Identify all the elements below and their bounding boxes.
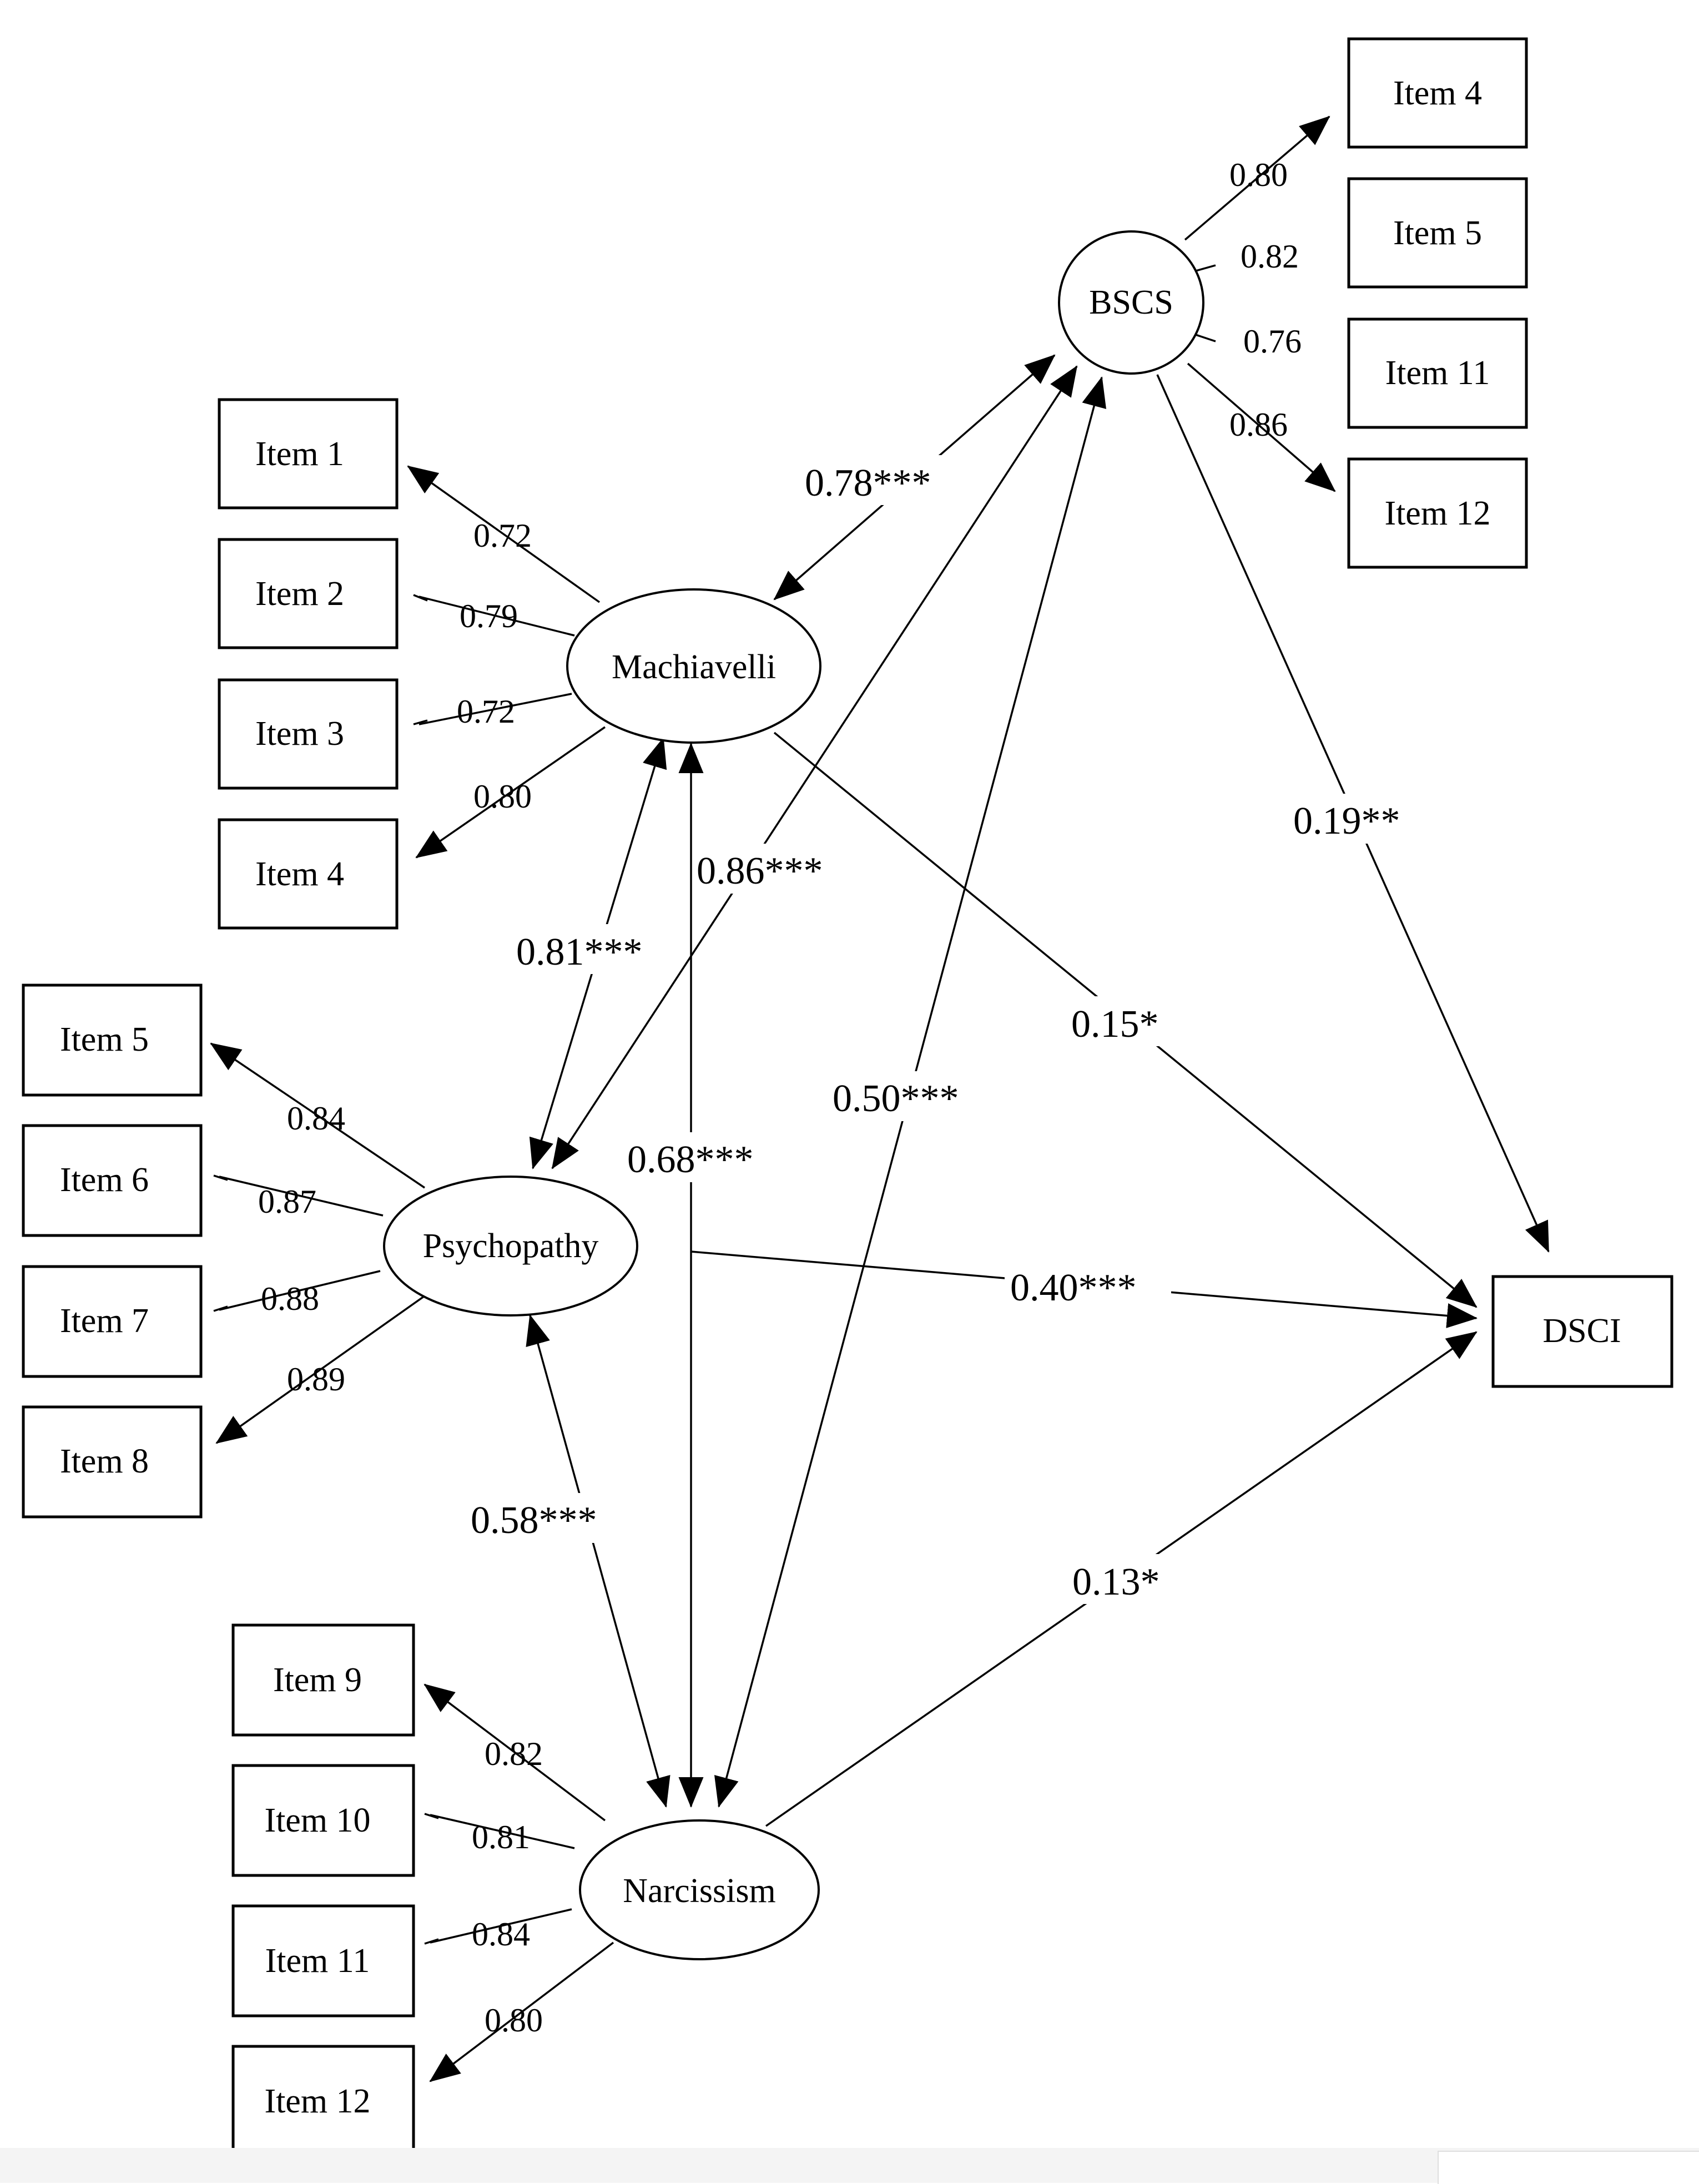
loading-psych-item6: 0.87 <box>258 1183 316 1220</box>
mach-item2-loading-line <box>419 596 575 637</box>
psych-item6-loading-line <box>219 1176 384 1217</box>
narc-item11-loading-line <box>430 1908 572 1944</box>
box-narc-item9: Item 9 <box>231 1623 415 1737</box>
box-psych-item5: Item 5 <box>22 983 203 1097</box>
box-mach-item2: Item 2 <box>218 538 399 649</box>
svg-text:Item 12: Item 12 <box>1384 495 1490 532</box>
box-mach-item1: Item 1 <box>218 398 399 510</box>
box-bscs-item4: Item 4 <box>1347 37 1528 149</box>
svg-text:Item 4: Item 4 <box>255 855 344 893</box>
svg-text:Machiavelli: Machiavelli <box>612 648 776 686</box>
box-psych-item6: Item 6 <box>22 1124 203 1237</box>
loading-psych-item5: 0.84 <box>287 1100 345 1137</box>
tick-psych-item7 <box>213 1305 228 1312</box>
mach-item3-loading-line <box>419 693 572 725</box>
box-bscs-item11: Item 11 <box>1347 317 1528 429</box>
loading-psych-item7: 0.88 <box>261 1280 319 1317</box>
box-dsci: DSCI <box>1491 1275 1673 1388</box>
svg-text:Item 9: Item 9 <box>273 1661 362 1699</box>
loading-mach-item2: 0.79 <box>460 598 518 634</box>
loading-bscs-item4: 0.80 <box>1229 157 1288 193</box>
svg-text:Psychopathy: Psychopathy <box>423 1227 599 1265</box>
tick-narc-item11 <box>424 1938 439 1945</box>
box-narc-item12: Item 12 <box>231 2045 415 2158</box>
loading-mach-item1: 0.72 <box>473 517 532 554</box>
corr-label-machiavelli-psychopathy: 0.81*** <box>516 931 643 974</box>
corr-label-psychopathy-bscs: 0.86*** <box>697 850 823 892</box>
box-bscs-item12: Item 12 <box>1347 457 1528 569</box>
corr-label-machiavelli-bscs: 0.78*** <box>805 462 931 505</box>
tick-narc-item10 <box>424 1813 439 1819</box>
loading-bscs-item11: 0.76 <box>1243 323 1302 360</box>
box-psych-item7: Item 7 <box>22 1265 203 1378</box>
latent-machiavelli: Machiavelli <box>566 588 821 744</box>
psych-item5-loading-arrow <box>210 1042 425 1189</box>
svg-text:Narcissism: Narcissism <box>623 1872 776 1910</box>
loading-mach-item3: 0.72 <box>457 693 515 730</box>
svg-text:Item 11: Item 11 <box>265 1942 370 1980</box>
svg-text:DSCI: DSCI <box>1542 1312 1621 1350</box>
svg-text:Item 8: Item 8 <box>60 1442 149 1480</box>
latent-narcissism: Narcissism <box>579 1819 820 1960</box>
svg-text:Item 5: Item 5 <box>60 1021 149 1058</box>
corner-tab <box>1438 2151 1699 2184</box>
box-mach-item3: Item 3 <box>218 678 399 790</box>
corr-label-narcissism-bscs: 0.50*** <box>833 1077 959 1120</box>
psych-item7-loading-line <box>219 1270 381 1311</box>
svg-text:Item 10: Item 10 <box>264 1802 370 1839</box>
path-label-narcissism-dsci: 0.13* <box>1072 1561 1160 1603</box>
svg-text:Item 6: Item 6 <box>60 1161 149 1199</box>
svg-text:Item 1: Item 1 <box>255 435 344 473</box>
path-label-machiavelli-dsci: 0.15* <box>1071 1003 1159 1046</box>
path-label-bscs-dsci: 0.19** <box>1293 800 1400 843</box>
corr-label-psychopathy-narcissism: 0.58*** <box>471 1499 597 1542</box>
bscs-item12-loading-arrow <box>1187 362 1336 492</box>
box-mach-item4: Item 4 <box>218 818 399 930</box>
svg-text:Item 2: Item 2 <box>255 575 344 613</box>
tick-psych-item6 <box>213 1174 228 1181</box>
box-narc-item10: Item 10 <box>231 1764 415 1877</box>
svg-text:Item 7: Item 7 <box>60 1302 149 1340</box>
svg-text:Item 12: Item 12 <box>264 2082 370 2120</box>
path-label-psychopathy-dsci: 0.40*** <box>1010 1267 1137 1309</box>
tick-mach-item3 <box>413 719 428 725</box>
loading-narc-item9: 0.82 <box>485 1736 543 1772</box>
loading-bscs-item12: 0.86 <box>1229 406 1288 443</box>
loading-narc-item11: 0.84 <box>472 1916 530 1953</box>
latent-bscs: BSCS <box>1058 230 1204 375</box>
loading-narc-item12: 0.80 <box>485 2002 543 2039</box>
svg-text:Item 11: Item 11 <box>1385 354 1490 392</box>
narc-item12-loading-arrow <box>429 1941 614 2082</box>
loading-narc-item10: 0.81 <box>472 1819 530 1855</box>
svg-text:BSCS: BSCS <box>1089 284 1173 321</box>
corr-label-machiavelli-narcissism: 0.68*** <box>627 1138 754 1181</box>
box-psych-item8: Item 8 <box>22 1405 203 1519</box>
svg-text:Item 3: Item 3 <box>255 715 344 753</box>
latent-psychopathy: Psychopathy <box>383 1176 638 1317</box>
loading-psych-item8: 0.89 <box>287 1361 345 1398</box>
svg-text:Item 4: Item 4 <box>1393 74 1482 112</box>
narc-item10-loading-line <box>430 1814 575 1849</box>
bottom-edge-strip <box>0 2148 1699 2183</box>
psych-item8-loading-arrow <box>215 1295 426 1444</box>
loading-bscs-item5: 0.82 <box>1241 238 1299 275</box>
bscs-item4-loading-arrow <box>1184 115 1330 241</box>
box-bscs-item5: Item 5 <box>1347 177 1528 289</box>
loading-mach-item4: 0.80 <box>473 778 532 815</box>
tick-mach-item2 <box>413 594 428 602</box>
corr-psychopathy-narcissism <box>526 1314 670 1808</box>
svg-text:Item 5: Item 5 <box>1393 214 1482 252</box>
box-narc-item11: Item 11 <box>231 1904 415 2017</box>
